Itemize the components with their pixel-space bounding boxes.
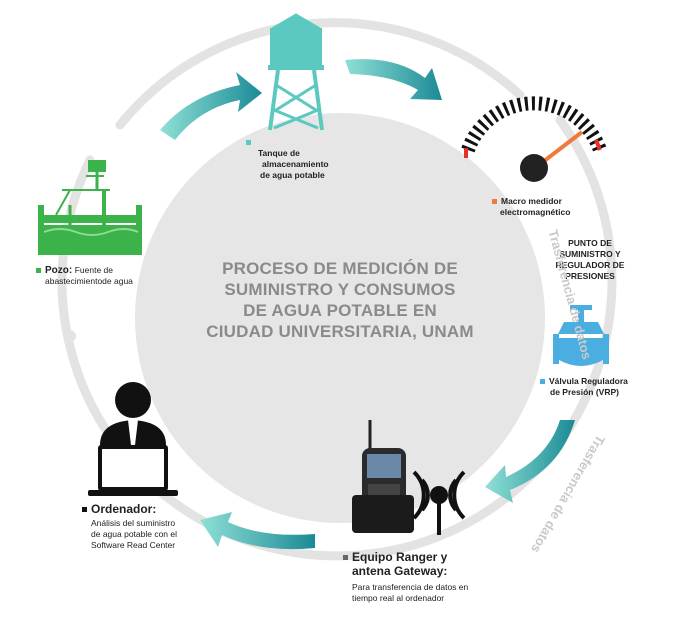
punto-line: REGULADOR DE	[555, 260, 625, 270]
medidor-label: Macro medidor electromagnético	[492, 196, 570, 218]
ordenador-desc-line: Análisis del suministro	[91, 518, 176, 528]
pozo-desc: abastecimientode agua	[45, 276, 133, 286]
gateway-antenna-icon	[412, 470, 466, 535]
title-line: CIUDAD UNIVERSITARIA, UNAM	[206, 322, 474, 341]
meter-gauge-icon	[461, 96, 607, 182]
tanque-line: de agua potable	[260, 170, 325, 180]
equipo-title-line: Equipo Ranger y	[352, 550, 448, 564]
punto-line: PRESIONES	[565, 271, 615, 281]
tanque-line: almacenamiento	[262, 159, 329, 169]
arrow-equipo-to-ordenador	[200, 512, 315, 550]
ordenador-desc-line: Software Read Center	[91, 540, 176, 550]
valvula-line: de Presión (VRP)	[550, 387, 619, 397]
arrow-tanque-to-medidor	[345, 59, 442, 100]
equipo-desc-line: Para transferencia de datos en	[352, 582, 469, 592]
valvula-line: Válvula Reguladora	[549, 376, 628, 386]
water-well-icon	[38, 160, 142, 255]
tanque-label: Tanque de almacenamiento de agua potable	[246, 137, 329, 181]
pressure-valve-icon	[553, 305, 609, 366]
title-line: SUMINISTRO Y CONSUMOS	[224, 280, 456, 299]
punto-line: SUMINISTRO Y	[559, 249, 621, 259]
ordenador-title: Ordenador:	[91, 502, 157, 516]
equipo-label: Equipo Ranger y antena Gateway: Para tra…	[343, 550, 468, 604]
medidor-line: electromagnético	[500, 207, 571, 217]
tanque-line: Tanque de	[258, 148, 300, 158]
arrow-valvula-to-equipo	[485, 420, 575, 503]
center-circle	[135, 113, 545, 523]
handheld-device-icon	[352, 420, 414, 533]
pozo-label: Pozo: Fuente de abastecimientode agua	[36, 265, 133, 287]
punto-line: PUNTO DE	[568, 238, 612, 248]
equipo-desc-line: tiempo real al ordenador	[352, 593, 445, 603]
equipo-title-line: antena Gateway:	[352, 564, 448, 578]
valvula-label: Válvula Reguladora de Presión (VRP)	[540, 376, 628, 398]
title-line: DE AGUA POTABLE EN	[243, 301, 437, 320]
ordenador-desc-line: de agua potable con el	[91, 529, 178, 539]
punto-suministro-label: PUNTO DE SUMINISTRO Y REGULADOR DE PRESI…	[540, 238, 640, 282]
title-line: PROCESO DE MEDICIÓN DE	[222, 259, 458, 278]
ordenador-label: Ordenador: Análisis del suministro de ag…	[82, 502, 177, 551]
pozo-desc: Fuente de	[74, 265, 114, 275]
pozo-title: Pozo:	[45, 265, 73, 276]
ring-dot	[64, 330, 76, 342]
water-tower-icon	[268, 13, 324, 131]
diagram-title: PROCESO DE MEDICIÓN DE SUMINISTRO Y CONS…	[200, 258, 480, 342]
medidor-line: Macro medidor	[501, 196, 562, 206]
arrow-pozo-to-tanque	[160, 72, 262, 140]
computer-user-icon	[88, 382, 178, 496]
